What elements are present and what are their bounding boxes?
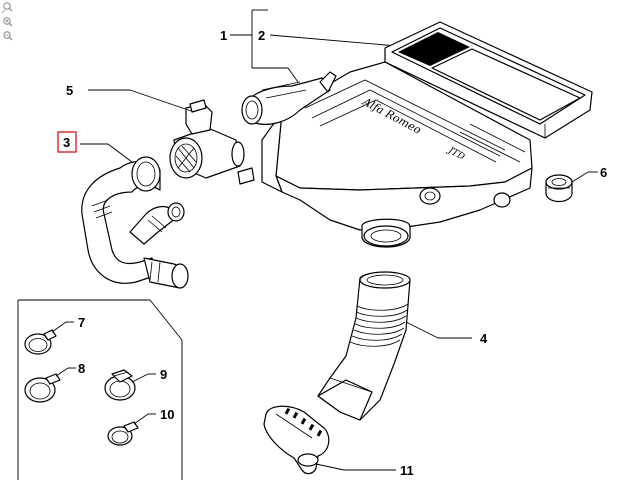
svg-text:10: 10 (160, 407, 174, 422)
callout-8[interactable]: 8 (78, 361, 85, 376)
zoom-out-icon[interactable] (3, 31, 13, 41)
duct-corrugations (349, 303, 409, 347)
zoom-in-icon[interactable] (3, 17, 13, 27)
svg-text:2: 2 (258, 28, 265, 43)
selected-callout-box (57, 131, 77, 153)
zoom-toolbar (1, 2, 13, 41)
callout-11[interactable]: 11 (400, 463, 414, 478)
svg-text:8: 8 (78, 361, 85, 376)
callout-6[interactable]: 6 (600, 165, 607, 180)
callout-1[interactable]: 1 (220, 28, 227, 43)
hose-clamp-8 (24, 367, 76, 403)
corrugated-intake-duct (317, 271, 411, 421)
svg-text:9: 9 (160, 367, 167, 382)
svg-text:3: 3 (63, 135, 70, 150)
sensor-mesh (175, 145, 197, 173)
callout-3-selected[interactable]: 3 (57, 131, 77, 153)
callout-labels: 1 2 3 4 5 6 7 8 9 10 11 (57, 28, 607, 478)
leader-11 (315, 463, 396, 471)
inlet-fitting (263, 405, 330, 475)
mass-air-flow-sensor (169, 99, 245, 179)
leader-5 (88, 89, 195, 113)
callout-9[interactable]: 9 (160, 367, 167, 382)
callout-10[interactable]: 10 (160, 407, 174, 422)
svg-text:6: 6 (600, 165, 607, 180)
rubber-grommet (545, 174, 573, 203)
hose-clamp-7 (24, 321, 74, 355)
callout-2[interactable]: 2 (258, 28, 265, 43)
fitting-ribs (284, 407, 323, 437)
leader-3 (80, 143, 133, 163)
callout-5[interactable]: 5 (66, 83, 73, 98)
svg-text:7: 7 (78, 315, 85, 330)
airbox-housing: Alfa Romeo JTD (237, 61, 533, 248)
callout-4[interactable]: 4 (480, 331, 488, 346)
callout-7[interactable]: 7 (78, 315, 85, 330)
svg-text:11: 11 (400, 463, 414, 478)
hose-clamp-9 (104, 369, 156, 401)
svg-text:4: 4 (480, 331, 488, 346)
air-filter-element (384, 21, 593, 139)
inlet-hose (81, 156, 189, 289)
leader-6 (571, 171, 598, 183)
hose-clamp-10 (107, 413, 156, 446)
svg-text:5: 5 (66, 83, 73, 98)
svg-text:1: 1 (220, 28, 227, 43)
zoom-reset-icon[interactable] (1, 2, 13, 14)
leader-4 (405, 321, 472, 339)
small-parts-panel (17, 299, 183, 480)
